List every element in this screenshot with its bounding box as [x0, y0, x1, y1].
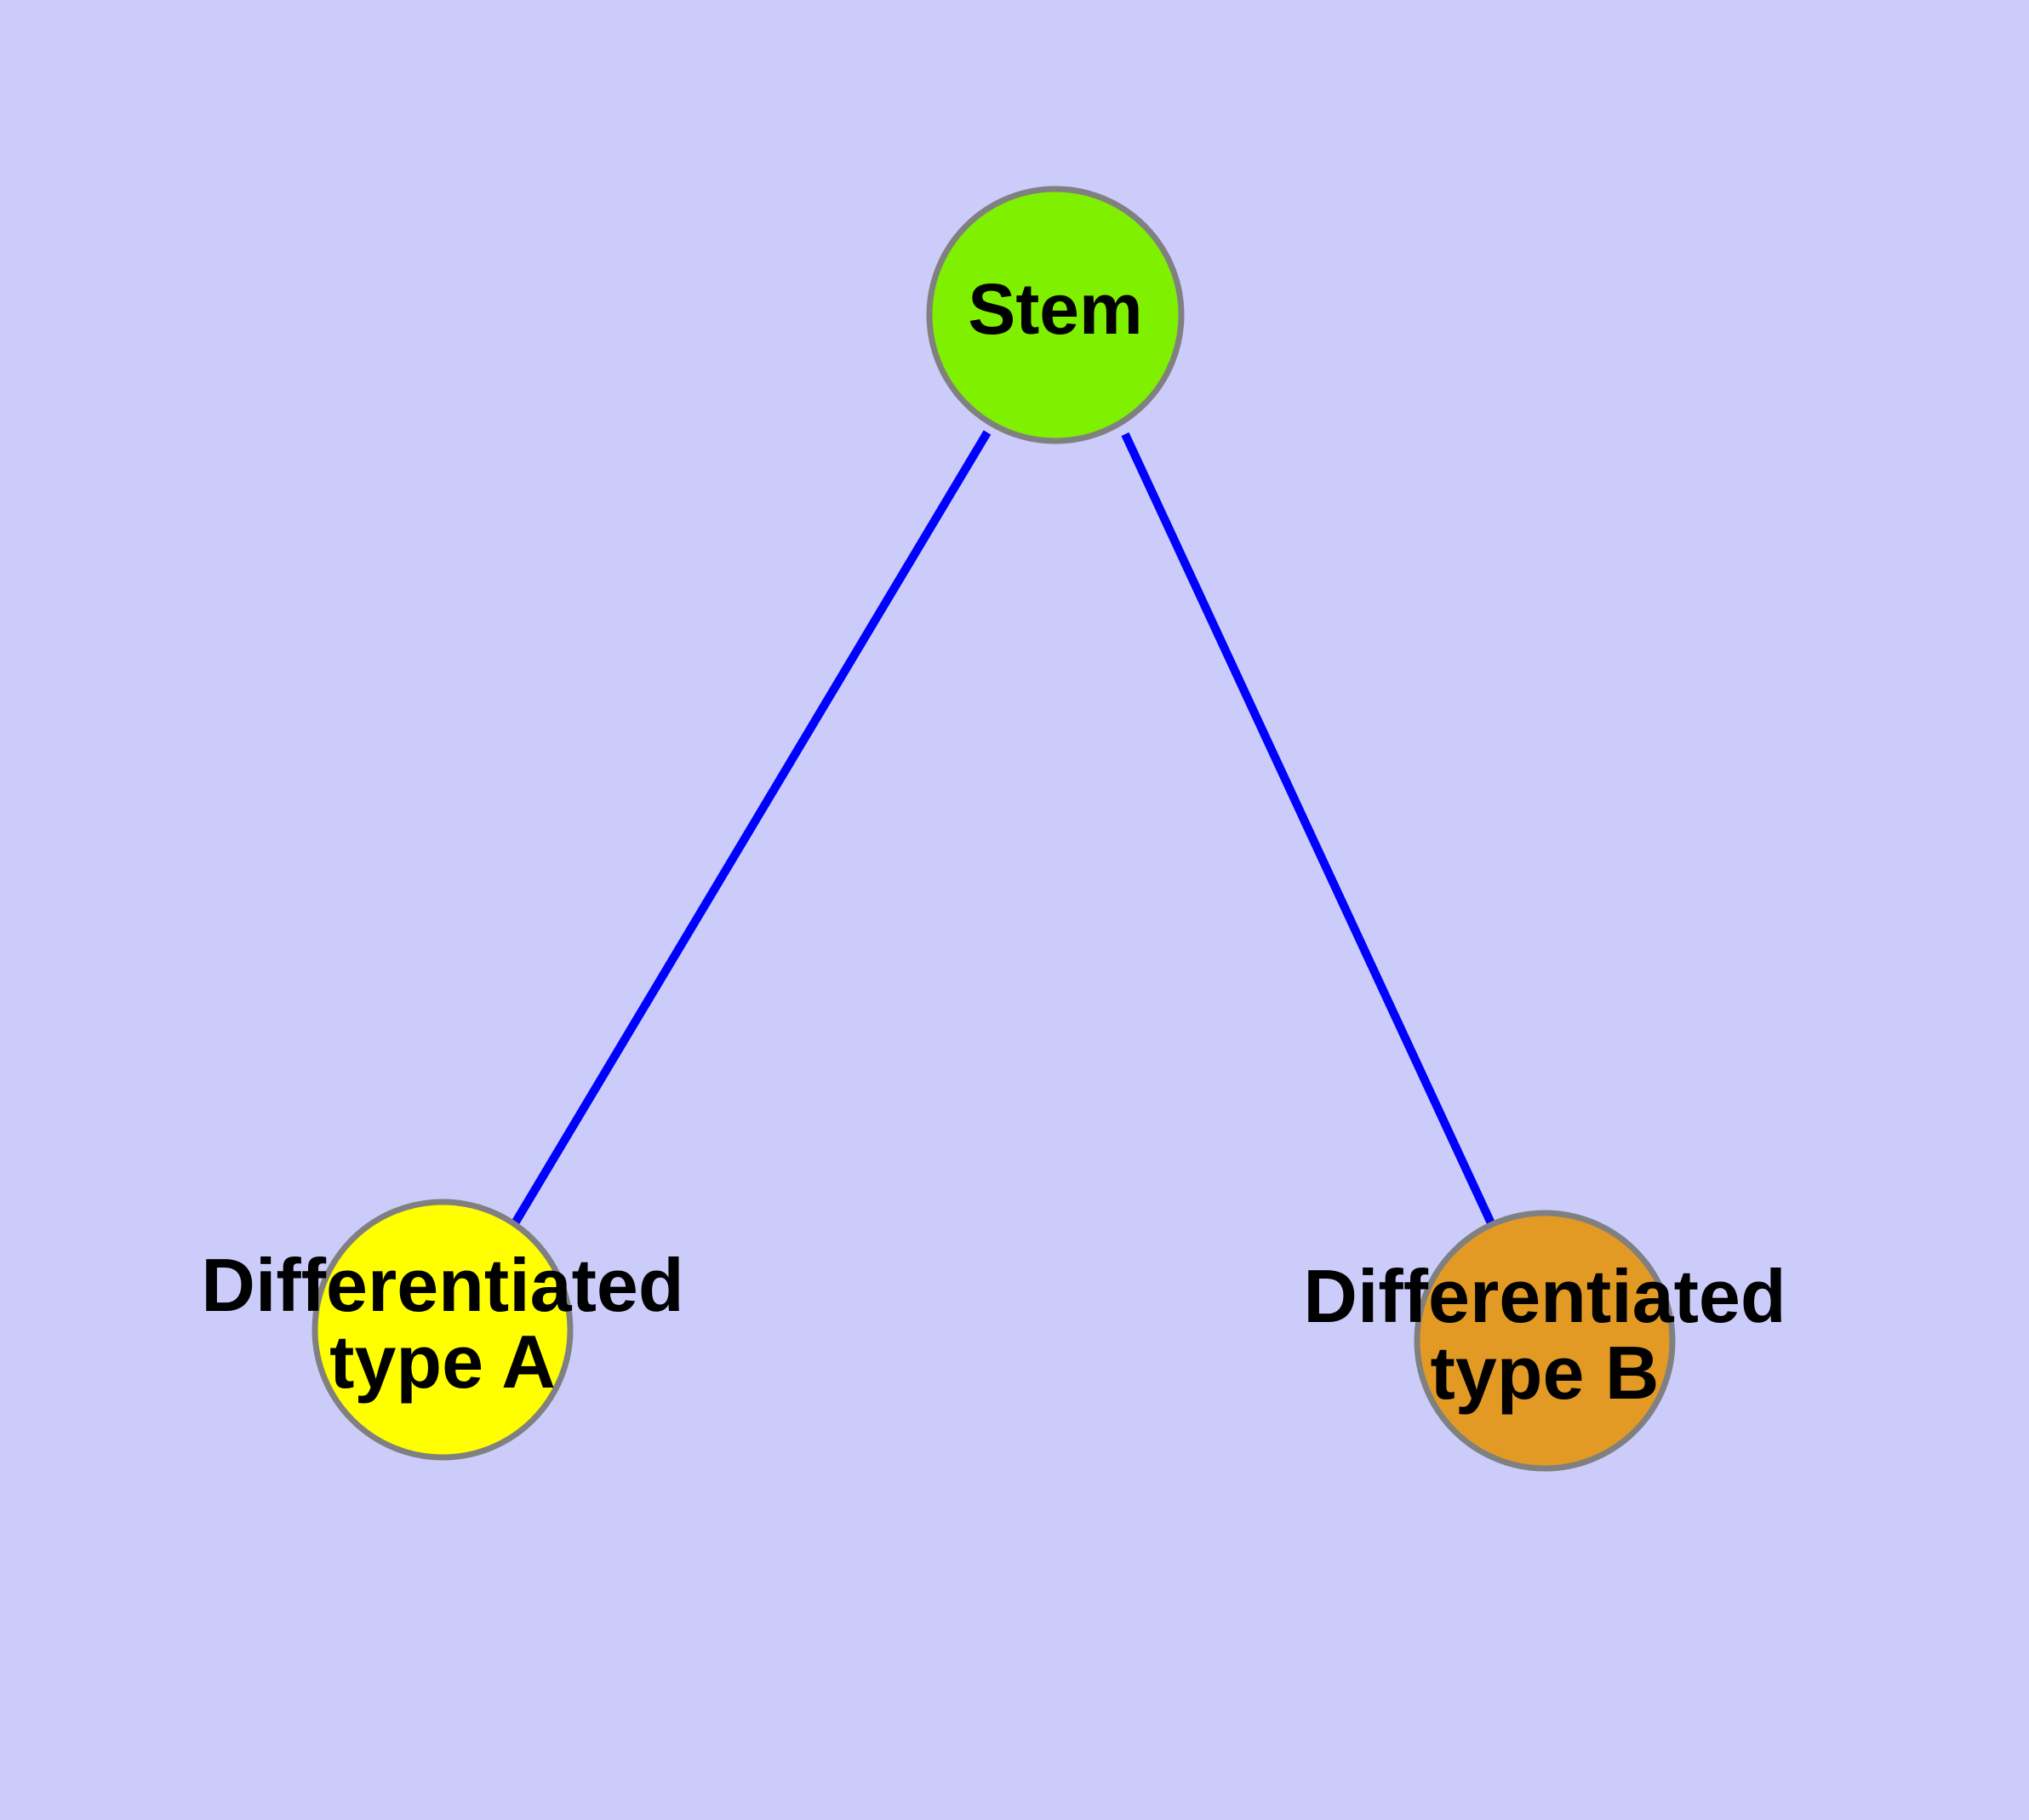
edge-stem-to-diff-a[interactable]: [511, 430, 992, 1226]
node-diff-a-circle[interactable]: [311, 1199, 574, 1461]
node-stem-label: Stem: [968, 269, 1142, 349]
node-stem-circle[interactable]: [926, 186, 1185, 444]
edge-stem-to-diff-b[interactable]: [1121, 432, 1495, 1226]
node-diff-b-circle[interactable]: [1414, 1210, 1676, 1472]
